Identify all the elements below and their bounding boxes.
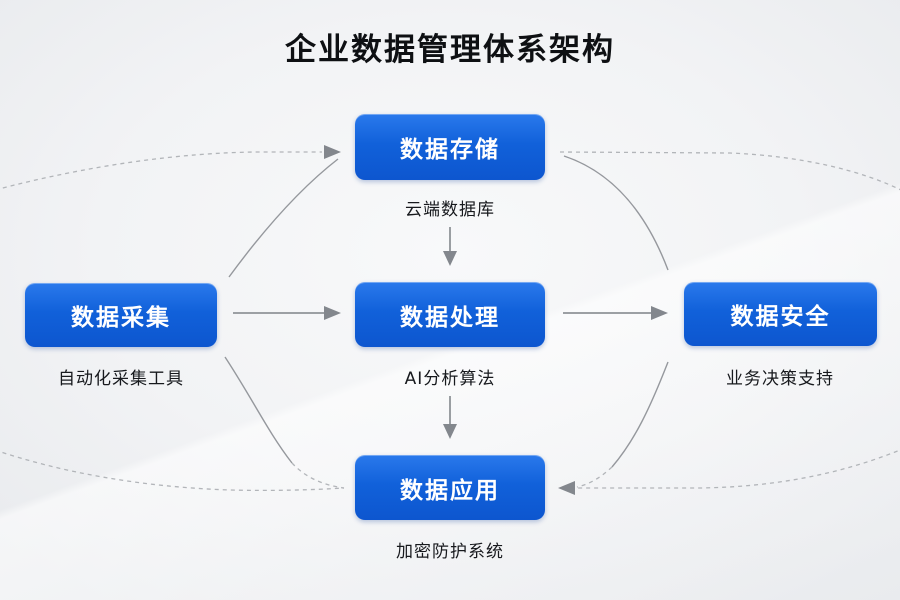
node-collection-sublabel: 自动化采集工具 [58,369,184,389]
node-collection-box: 数据采集 [25,283,217,347]
node-storage-label: 数据存储 [400,137,500,163]
arrowhead-into-security [651,306,668,320]
edge-security-application-dashed [576,466,613,488]
arrowhead-into-processing-top [443,251,457,266]
node-application-sublabel: 加密防护系统 [396,542,504,562]
edge-storage-security [563,155,669,271]
edge-loop-top-right [559,151,900,191]
node-collection-label: 数据采集 [71,305,171,331]
edge-collection-storage [228,158,339,278]
node-security-label: 数据安全 [730,304,831,330]
edge-collection-application-solid [224,356,293,464]
node-application-label: 数据应用 [400,477,500,504]
arrowhead-into-application-right [558,481,575,495]
edge-loop-bottom-left [0,450,345,492]
edge-loop-bottom-right [578,449,900,489]
node-storage-sublabel: 云端数据库 [405,200,495,220]
edge-collection-application-dashed [291,462,345,489]
node-storage-box: 数据存储 [355,114,545,180]
arrowhead-into-processing-left [324,306,341,320]
arrowhead-into-storage [324,145,341,159]
arrowhead-into-application-top [443,424,457,439]
node-processing-label: 数据处理 [400,304,500,331]
page-title: 企业数据管理体系架构 [285,32,615,68]
node-application-box: 数据应用 [355,455,545,520]
node-security-box: 数据安全 [684,282,877,346]
node-processing-box: 数据处理 [355,282,545,347]
node-processing-sublabel: AI分析算法 [404,369,496,389]
edge-loop-top-left [0,151,322,190]
edge-security-application-solid [611,361,669,468]
node-security-sublabel: 业务决策支持 [726,369,834,389]
